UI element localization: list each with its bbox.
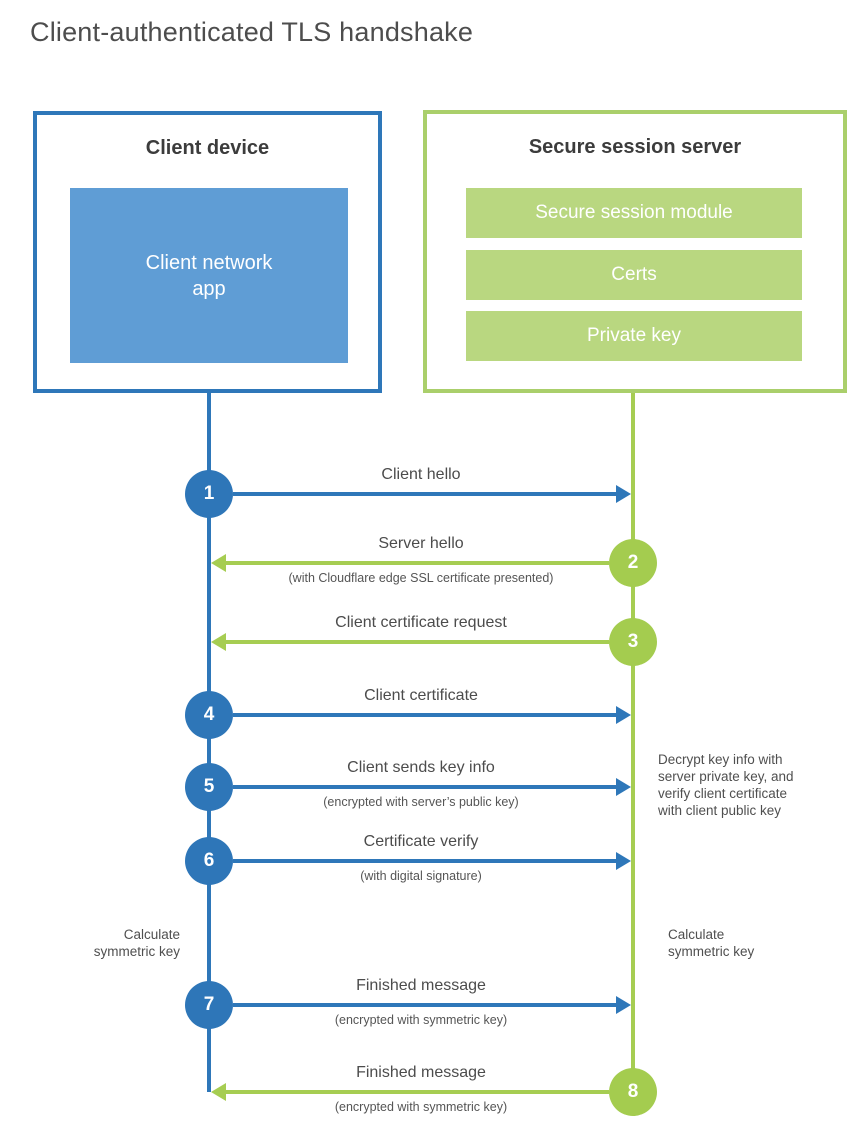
arrow-shaft — [233, 785, 619, 789]
label-client-certificate-request: Client certificate request — [335, 614, 507, 631]
sub-finished-message-client: (encrypted with symmetric key) — [334, 1013, 508, 1027]
label-finished-message-client: Finished message — [356, 977, 486, 994]
arrowhead-left-icon — [211, 554, 226, 572]
step-circle-4: 4 — [185, 691, 233, 739]
label-client-hello: Client hello — [381, 466, 461, 483]
arrow-shaft — [233, 492, 619, 496]
arrow-shaft — [233, 713, 619, 717]
arrow-shaft — [223, 1090, 609, 1094]
sub-certificate-verify: (with digital signature) — [360, 869, 482, 883]
label-client-certificate: Client certificate — [364, 687, 478, 704]
sub-server-hello: (with Cloudflare edge SSL certificate pr… — [288, 571, 554, 585]
secure-session-server-box: Secure session server Secure session mod… — [423, 110, 847, 393]
arrowhead-right-icon — [616, 485, 631, 503]
sub-finished-message-server: (encrypted with symmetric key) — [334, 1100, 508, 1114]
server-lifeline — [631, 393, 635, 1093]
arrowhead-right-icon — [616, 996, 631, 1014]
page-title: Client-authenticated TLS handshake — [30, 17, 474, 47]
secure-session-module-bar: Secure session module — [466, 188, 802, 238]
arrow-shaft — [233, 859, 619, 863]
client-device-box: Client device Client network app — [33, 111, 382, 393]
step-circle-6: 6 — [185, 837, 233, 885]
arrow-shaft — [223, 561, 609, 565]
calculate-symmetric-key-left-note: Calculate symmetric key — [93, 927, 180, 959]
label-certificate-verify: Certificate verify — [363, 833, 479, 850]
label-server-hello: Server hello — [378, 535, 464, 552]
client-lifeline — [207, 392, 211, 1092]
arrowhead-right-icon — [616, 852, 631, 870]
step-circle-3: 3 — [609, 618, 657, 666]
private-key-bar: Private key — [466, 311, 802, 361]
arrowhead-right-icon — [616, 706, 631, 724]
calculate-symmetric-key-right-note: Calculate symmetric key — [668, 927, 755, 959]
step-circle-2: 2 — [609, 539, 657, 587]
sub-client-sends-key-info: (encrypted with server’s public key) — [323, 795, 519, 809]
arrowhead-left-icon — [211, 633, 226, 651]
arrowhead-left-icon — [211, 1083, 226, 1101]
step-circle-5: 5 — [185, 763, 233, 811]
client-network-app-rect: Client network app — [70, 188, 348, 363]
step-circle-7: 7 — [185, 981, 233, 1029]
secure-session-server-title: Secure session server — [528, 136, 742, 158]
decrypt-key-info-note: Decrypt key info with server private key… — [658, 752, 794, 818]
step-circle-8: 8 — [609, 1068, 657, 1116]
arrowhead-right-icon — [616, 778, 631, 796]
label-client-sends-key-info: Client sends key info — [347, 759, 495, 776]
certs-bar: Certs — [466, 250, 802, 300]
label-finished-message-server: Finished message — [356, 1064, 486, 1081]
step-circle-1: 1 — [185, 470, 233, 518]
arrow-shaft — [223, 640, 609, 644]
client-device-title: Client device — [145, 137, 270, 159]
arrow-shaft — [233, 1003, 619, 1007]
